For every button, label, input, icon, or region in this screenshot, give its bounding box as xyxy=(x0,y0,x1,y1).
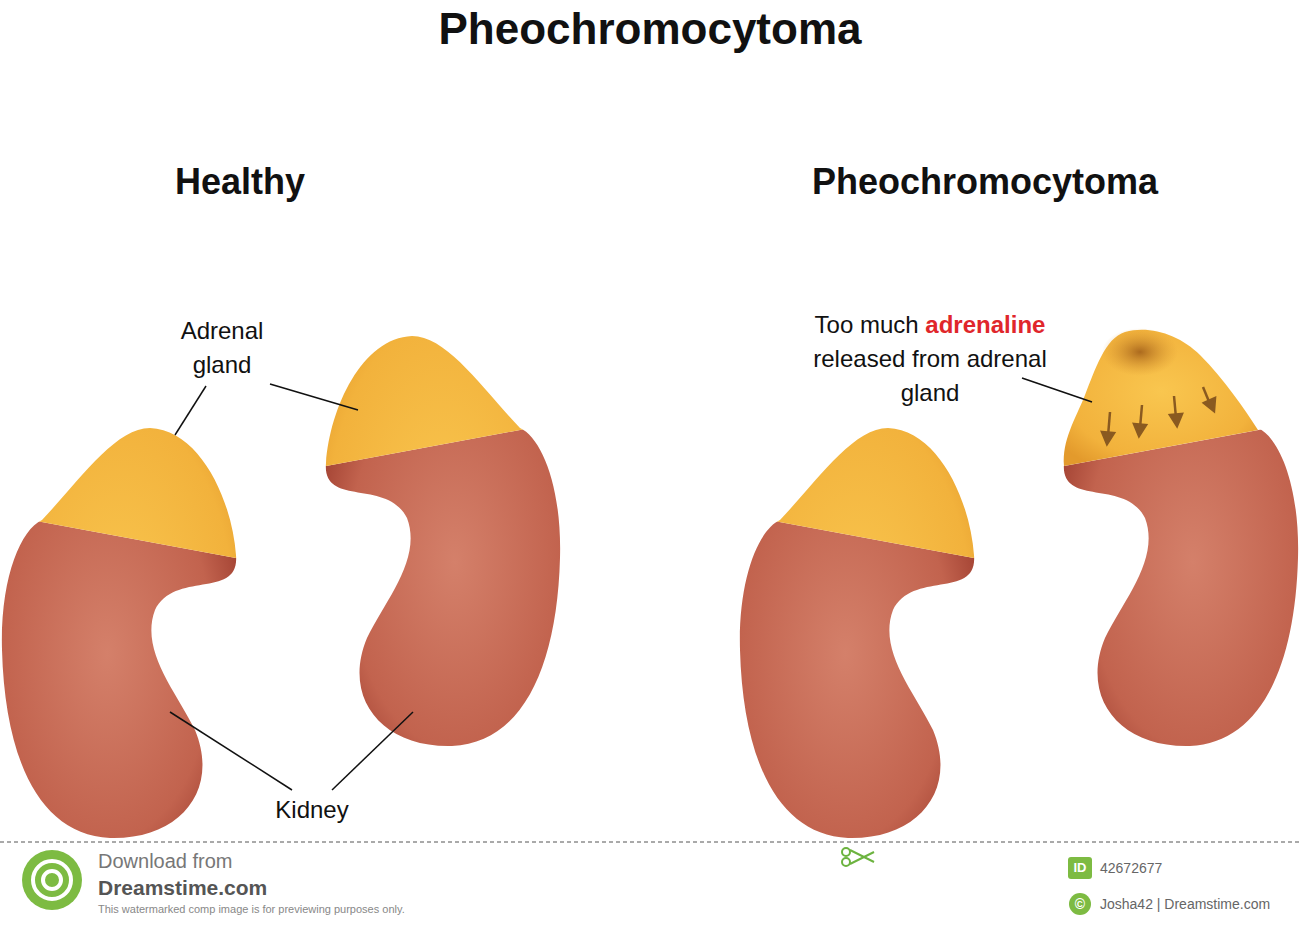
copyright-badge xyxy=(1069,893,1091,915)
callout-note: Too much adrenaline released from adrena… xyxy=(795,308,1065,410)
watermark: Josha42 | Dreamstime.com xyxy=(1100,896,1295,913)
space xyxy=(905,345,912,372)
word: Too xyxy=(815,311,854,338)
word: much xyxy=(860,311,919,338)
space xyxy=(919,311,926,338)
space xyxy=(960,345,967,372)
release-arrows xyxy=(1102,387,1215,444)
word: gland xyxy=(901,379,960,406)
space xyxy=(853,311,860,338)
watermark: This watermarked comp image is for previ… xyxy=(98,903,558,916)
watermark: Download from xyxy=(98,849,398,873)
watermark: 42672677 xyxy=(1100,860,1280,877)
tumor-spot xyxy=(1102,328,1178,376)
dreamstime-logo xyxy=(22,850,82,910)
word: adrenaline xyxy=(925,311,1045,338)
word: released xyxy=(813,345,905,372)
kidney-shape xyxy=(2,428,236,838)
leader-line xyxy=(170,378,1092,790)
watermark: Dreamstime.com xyxy=(98,875,398,900)
word: from xyxy=(912,345,960,372)
watermark: © xyxy=(1069,896,1091,913)
panel-heading: Healthy xyxy=(60,160,420,203)
scissors-icon xyxy=(842,848,874,866)
part-label: Kidney xyxy=(252,795,372,824)
main-title: Pheochromocytoma xyxy=(0,4,1300,54)
footer-divider xyxy=(0,842,1300,843)
id-badge xyxy=(1068,857,1092,879)
watermark: ID xyxy=(1068,860,1092,876)
kidney-shape xyxy=(326,336,560,746)
word: adrenal xyxy=(967,345,1047,372)
part-label: Adrenal gland xyxy=(167,314,277,382)
kidney-shape xyxy=(740,428,974,838)
panel-heading: Pheochromocytoma xyxy=(745,160,1225,203)
